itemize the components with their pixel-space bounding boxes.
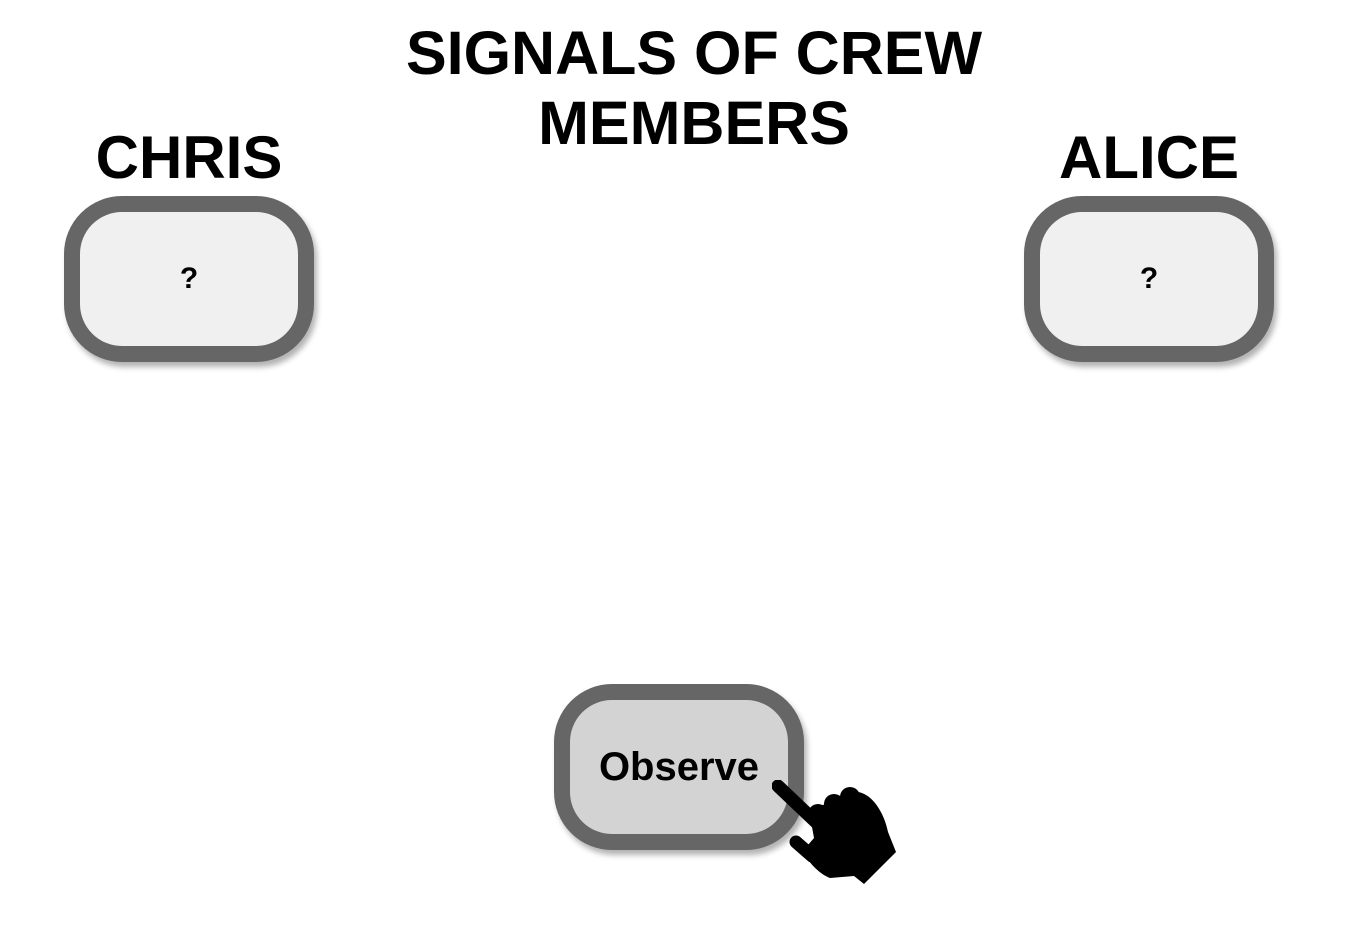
crew-member-name: CHRIS	[95, 124, 283, 191]
hand-pointer-icon	[772, 780, 896, 884]
observe-button-label: Observe	[598, 744, 760, 789]
page-title: SIGNALS OF CREW MEMBERS	[405, 19, 983, 157]
signal-value: ?	[179, 262, 199, 295]
crew-member-name: ALICE	[1059, 124, 1239, 191]
signal-value: ?	[1139, 262, 1159, 295]
signal-box-chris: ?	[64, 196, 314, 362]
crew-member-chris: CHRIS ?	[63, 124, 315, 362]
signal-box-alice: ?	[1024, 196, 1274, 362]
crew-member-alice: ALICE ?	[1023, 124, 1275, 362]
observe-button[interactable]: Observe	[554, 684, 804, 850]
